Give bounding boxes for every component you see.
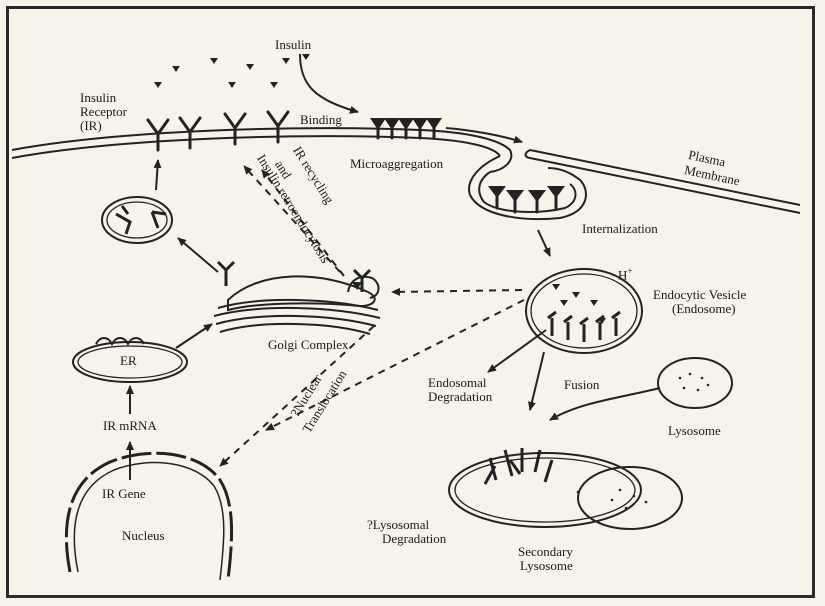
ir-label-line3: (IR)	[80, 119, 102, 133]
nucleus-envelope	[66, 453, 231, 580]
insulin-dot-8	[270, 82, 278, 88]
lysosomal-label-line2: Degradation	[382, 532, 446, 546]
ir-label-line2: Receptor	[80, 105, 127, 119]
plasma-membrane-right-outer	[530, 150, 800, 205]
internalization-label: Internalization	[582, 222, 658, 236]
arrow-fusion	[550, 388, 660, 420]
insulin-dot-1	[172, 66, 180, 72]
ir-gene-label: IR Gene	[102, 487, 146, 501]
endocytic-vesicle-line2: (Endosome)	[672, 302, 736, 316]
arrow-insulin-binding	[300, 54, 358, 112]
microaggregation-label: Microaggregation	[350, 157, 443, 171]
secondary-lysosome	[449, 453, 641, 527]
arrow-endosome-to-golgi	[392, 290, 522, 292]
lysosome-label: Lysosome	[668, 424, 721, 438]
receptor-2	[180, 118, 200, 148]
insulin-dot-4	[282, 58, 290, 64]
arrow-vesicle-up	[156, 160, 158, 190]
arrow-microaggregation	[446, 128, 522, 142]
arrow-er-to-golgi	[176, 324, 212, 348]
lysosomal-label-line1: ?Lysosomal	[367, 518, 429, 532]
nucleus-label: Nucleus	[122, 529, 165, 543]
secondary-lysosome-line2: Lysosome	[520, 559, 573, 573]
hplus-superscript: +	[627, 266, 632, 276]
endocytic-vesicle-line1: Endocytic Vesicle	[653, 288, 746, 302]
arrow-to-lysosomal	[530, 352, 544, 410]
insulin-dot-7	[228, 82, 236, 88]
ir-label-line1: Insulin	[80, 91, 116, 105]
golgi-label: Golgi Complex	[268, 338, 349, 352]
arrow-golgi-to-vesicle	[178, 238, 218, 272]
insulin-dot-6	[154, 82, 162, 88]
er-label: ER	[120, 354, 137, 368]
pit-insulin	[488, 186, 565, 202]
fusion-label: Fusion	[564, 378, 599, 392]
membrane-cap-right	[526, 150, 531, 158]
transport-vesicle	[102, 197, 172, 243]
insulin-dot-2	[210, 58, 218, 64]
ir-mrna-label: IR mRNA	[103, 419, 157, 433]
endosomal-label-line2: Degradation	[428, 390, 492, 404]
insulin-dot-5	[302, 54, 310, 60]
lysosome	[658, 358, 732, 408]
hplus-label: H+	[618, 264, 632, 282]
binding-label: Binding	[300, 113, 342, 127]
endosomal-label-line1: Endosomal	[428, 376, 487, 390]
hplus-text: H	[618, 267, 627, 282]
endosome-insulin	[552, 284, 606, 324]
endosome-receptors	[548, 312, 620, 342]
arrow-endosomal-degradation	[488, 330, 546, 372]
insulin-dot-3	[246, 64, 254, 70]
arrow-internalization	[538, 230, 550, 256]
secondary-lysosome-line1: Secondary	[518, 545, 573, 559]
insulin-label: Insulin	[275, 38, 311, 52]
receptor-1	[148, 120, 168, 150]
